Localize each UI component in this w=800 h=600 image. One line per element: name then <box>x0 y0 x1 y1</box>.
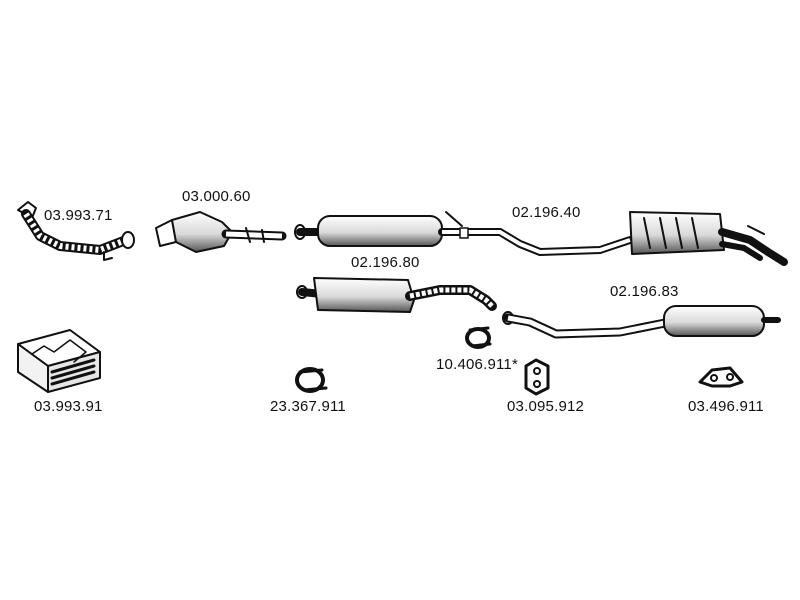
rubber-mount-part <box>524 358 550 396</box>
middle-silencer-part <box>296 277 497 313</box>
mounting-kit-part <box>17 329 101 393</box>
clamp-large-part <box>295 367 328 393</box>
label-rear-silencer-assembly: 02.196.40 <box>512 204 581 221</box>
label-rubber-mount-flat: 03.496.911 <box>688 398 764 415</box>
rear-section-part <box>502 305 781 339</box>
rubber-mount-flat-part <box>698 366 744 388</box>
front-pipe-part <box>17 201 135 261</box>
label-front-pipe: 03.993.71 <box>44 207 113 224</box>
label-rear-section: 02.196.83 <box>610 283 679 300</box>
label-catalytic-converter: 03.000.60 <box>182 188 251 205</box>
label-clamp-small: 10.406.911* <box>436 356 518 373</box>
label-clamp-large: 23.367.911 <box>270 398 346 415</box>
clamp-small-part <box>465 326 492 349</box>
label-rubber-mount: 03.095.912 <box>507 398 585 415</box>
label-middle-silencer: 02.196.80 <box>351 254 420 271</box>
rear-silencer-assembly-part <box>294 211 788 266</box>
label-mounting-kit: 03.993.91 <box>34 398 103 415</box>
catalytic-converter-part <box>155 211 287 253</box>
